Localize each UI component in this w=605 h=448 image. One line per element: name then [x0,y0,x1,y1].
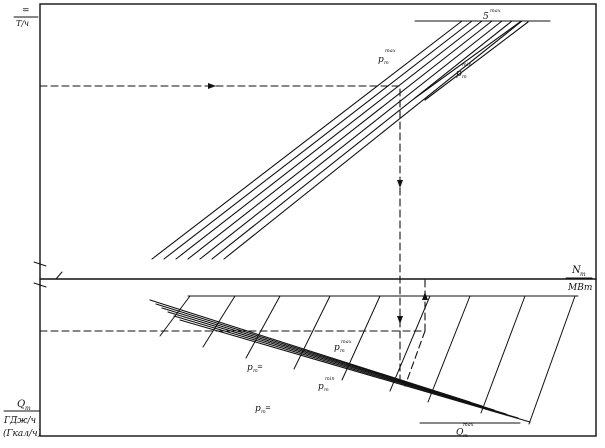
arrow-up-icon [422,292,428,300]
bottom-transversal-line [293,295,331,370]
bottom-transversal-line [427,295,471,403]
x-axis-numer: N [571,265,582,276]
bottom-family-line [155,303,483,407]
label-main: p [456,69,462,79]
label-main: Q [456,428,464,438]
bottom-transversal-line [341,295,381,381]
top-family-line [414,21,521,99]
label-main: p [255,404,261,414]
top-family-line [199,20,503,260]
label-top-right: p т min [456,62,472,80]
top-family-line [211,20,513,260]
axis-break-mark [33,282,47,288]
top-family-line [151,20,463,260]
label-bottom-d: p т min [318,376,335,393]
label-sub: т [384,60,389,66]
bottom-transversal-line [159,295,191,337]
label-sup: min [462,62,472,68]
x-axis-label: N т МВт [565,265,593,293]
bottom-transversal-line [202,295,236,348]
bottom-family-line [167,311,507,415]
label-main: p [334,343,340,353]
arrow-down-icon [397,316,403,324]
dashed-link [404,330,426,387]
bottom-transversal-line [389,295,431,392]
top-family-line [424,21,529,101]
axis-break-mark [33,261,47,267]
bottom-transversal-line [245,295,281,359]
arrow-left-icon [208,83,216,89]
top-family-line [175,20,483,260]
dashed-key [39,83,428,387]
label-top-left: p т max [378,48,396,66]
bottom-axis-label: Q т ГДж/ч (Гкал/ч) [3,399,42,439]
label-main: p [378,55,384,65]
label-sub: т [253,368,258,374]
label-sub: т [324,387,329,393]
top-family-line [223,20,523,260]
bottom-axis-line1: ГДж/ч [3,416,36,426]
label-sub: т [340,348,345,354]
bottom-transversal-line [528,295,576,425]
label-sub: т [261,409,266,415]
top-family-line [187,20,493,260]
bottom-family-line [161,307,495,411]
label-tail: = [257,363,263,371]
top-curve-family [151,20,529,260]
label-sub: т [462,74,467,80]
label-bottom-a: p т = [247,363,263,374]
label-sub: т [463,433,468,439]
bottom-axis-numer-sub: т [25,405,31,412]
label-main: p [247,363,253,373]
label-bottom-b: p т = [255,404,271,415]
label-tail: = [265,404,271,412]
label-sup: max [385,48,396,54]
top-axis-numer: = [22,6,30,16]
frame [39,3,597,437]
bottom-axis-line2: (Гкал/ч) [3,428,42,439]
label-sup: max [463,422,474,428]
bottom-family-line [179,319,531,423]
x-axis-denom: МВт [567,283,592,293]
label-sup: min [325,376,335,382]
bottom-transversals [159,295,576,425]
bottom-axis-numer: Q [17,399,25,410]
top-axis-denom: T/ч [16,19,29,28]
label-main: 5 [483,12,489,22]
top-axis-label: = T/ч [13,6,39,28]
bottom-transversal-line [480,295,526,414]
axis-tick-mark [55,271,63,280]
x-axis-numer-sub: т [580,271,586,278]
top-family-line [163,20,473,260]
label-top-end: 5 max [483,8,501,22]
bottom-curve-family [149,299,531,423]
label-sup: max [341,339,352,345]
label-bottom-end: Q т max [456,422,474,439]
label-sup: max [490,8,501,14]
label-main: p [318,382,324,392]
label-bottom-c: p т max [334,339,352,354]
arrow-down-icon [397,180,403,188]
bottom-family-line [173,315,519,419]
